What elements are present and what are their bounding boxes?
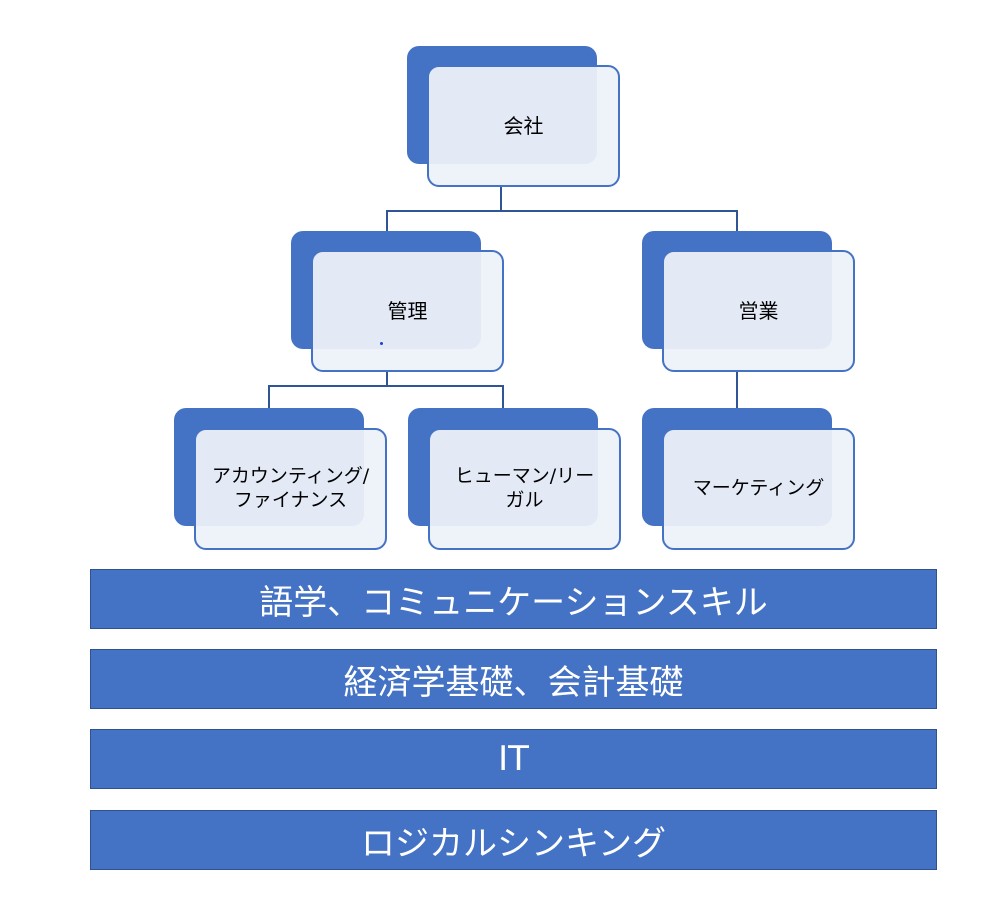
stray-dot [380, 342, 383, 345]
org-node-human-legal-label: ヒューマン/リーガル [428, 428, 621, 550]
org-node-accounting-finance-label: アカウンティング/ファイナンス [194, 428, 387, 550]
org-node-marketing: マーケティング [642, 408, 855, 550]
connector-to-accounting [268, 385, 270, 409]
org-node-human-legal: ヒューマン/リーガル [408, 408, 621, 550]
org-node-root: 会社 [407, 46, 620, 187]
org-node-root-label: 会社 [427, 65, 620, 187]
foundation-bar-it: IT [90, 729, 937, 789]
connector-root-down [500, 186, 502, 211]
connector-to-human [502, 385, 504, 409]
foundation-bar-economics-accounting: 経済学基礎、会計基礎 [90, 649, 937, 709]
connector-level1-horizontal [386, 210, 738, 212]
foundation-bar-language-communication: 語学、コミュニケーションスキル [90, 569, 937, 629]
connector-to-kanri [386, 210, 388, 232]
org-node-eigyo: 営業 [642, 231, 855, 372]
org-node-kanri: 管理 [291, 231, 504, 372]
org-node-marketing-label: マーケティング [662, 428, 855, 550]
connector-level2-horizontal [268, 385, 504, 387]
connector-kanri-down [386, 370, 388, 386]
org-node-accounting-finance: アカウンティング/ファイナンス [174, 408, 387, 550]
connector-to-eigyo [736, 210, 738, 232]
org-node-eigyo-label: 営業 [662, 250, 855, 372]
foundation-bar-logical-thinking: ロジカルシンキング [90, 810, 937, 870]
org-node-kanri-label: 管理 [311, 250, 504, 372]
connector-eigyo-down [736, 370, 738, 409]
